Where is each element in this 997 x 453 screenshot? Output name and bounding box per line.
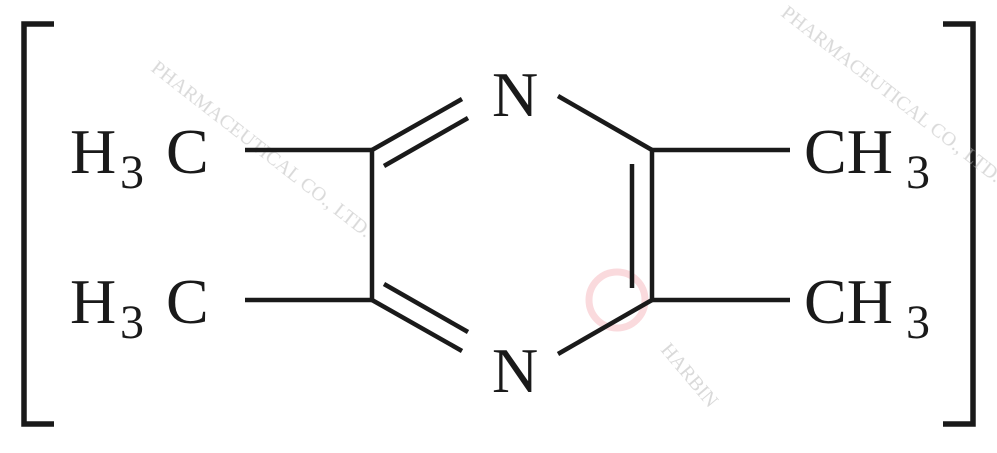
methyl-top-left-h: H bbox=[70, 116, 116, 187]
bond-n1-c2 bbox=[556, 94, 654, 152]
methyl-bottom-left-h: H bbox=[70, 266, 116, 337]
methyl-top-right: CH 3 bbox=[804, 116, 930, 199]
bond-c1-n1-double bbox=[382, 116, 470, 168]
watermark: PHARMACEUTICAL CO., LTD. PHARMACEUTICAL … bbox=[147, 2, 997, 412]
bond-n2-c4-double bbox=[382, 282, 470, 334]
methyl-top-left-c: C bbox=[166, 116, 209, 187]
methyl-top-right-subscript: 3 bbox=[906, 146, 930, 199]
methyl-top-right-ch: CH bbox=[804, 116, 893, 187]
left-bracket bbox=[21, 21, 54, 427]
right-bracket bbox=[943, 21, 976, 427]
atom-n-bottom: N bbox=[492, 335, 538, 406]
methyl-top-left: H 3 C bbox=[70, 116, 209, 199]
watermark-text-bottom: HARBIN bbox=[656, 339, 722, 412]
methyl-bottom-left-c: C bbox=[166, 266, 209, 337]
methyl-bottom-left-subscript: 3 bbox=[120, 296, 144, 349]
bond-c3-n2 bbox=[556, 298, 654, 356]
methyl-bottom-right: CH 3 bbox=[804, 266, 930, 349]
atom-n-top: N bbox=[492, 59, 538, 130]
methyl-bottom-right-ch: CH bbox=[804, 266, 893, 337]
methyl-bottom-left: H 3 C bbox=[70, 266, 209, 349]
methyl-bottom-right-subscript: 3 bbox=[906, 296, 930, 349]
bond-c1-n1 bbox=[370, 97, 464, 152]
bond-n2-c4 bbox=[370, 298, 464, 353]
methyl-top-left-subscript: 3 bbox=[120, 146, 144, 199]
watermark-stamp bbox=[585, 268, 649, 332]
